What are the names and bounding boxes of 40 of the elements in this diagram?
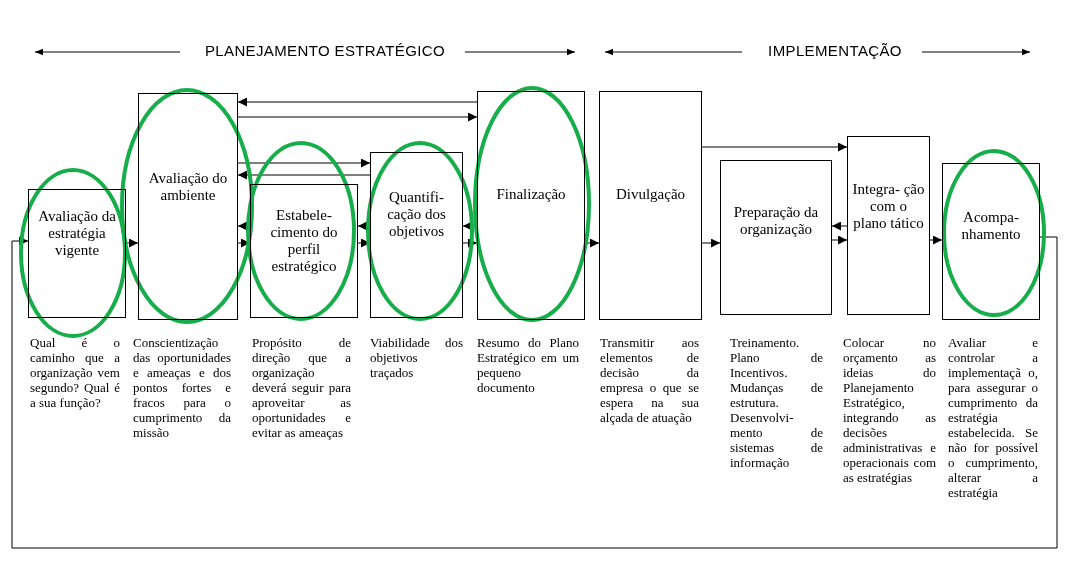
arrow — [237, 112, 478, 122]
process-box — [28, 189, 126, 318]
arrow — [237, 170, 371, 180]
arrow — [831, 235, 848, 245]
phase-heading: IMPLEMENTAÇÃO — [768, 42, 902, 60]
process-box — [847, 136, 930, 315]
arrow — [237, 97, 478, 107]
arrow — [462, 238, 478, 248]
process-box — [720, 160, 832, 315]
step-title: Estabele- cimento do perfil estratégico — [270, 207, 338, 274]
step-description: Transmitir aos elementos de decisão da empresa o que se espera na sua alçada de atuação — [600, 335, 699, 425]
process-box — [942, 163, 1040, 320]
step-description: Viabilidade dos objetivos traçados — [370, 335, 463, 380]
step-title: Quantifi- cação dos objetivos — [387, 189, 446, 239]
arrow — [929, 235, 943, 245]
process-box — [599, 91, 702, 320]
arrow — [831, 221, 848, 231]
step-title: Integra- ção com o plano tático — [852, 181, 925, 231]
step-title: Avaliação do ambiente — [148, 170, 228, 203]
step-title: Acompa- nhamento — [961, 209, 1021, 242]
arrow — [125, 238, 139, 248]
step-description: Treinamento. Plano de Incentivos. Mudanças de estrutura. Desenvolvi- mento de sistemas de informação — [730, 335, 823, 470]
step-title: Finalização — [496, 186, 566, 202]
process-box — [250, 184, 358, 318]
phase-heading: PLANEJAMENTO ESTRATÉGICO — [204, 42, 446, 60]
arrow — [11, 236, 1058, 549]
step-title: Avaliação da estratégia vigente — [38, 208, 116, 258]
step-description: Qual é o caminho que a organização vem segundo? Qual é a sua função? — [30, 335, 120, 410]
step-description: Colocar no orçamento as ideias do Planejamento Estratégico, integrando as decisões administrativas e operacionais com as estratégias — [843, 335, 936, 485]
arrow — [701, 238, 721, 248]
arrow — [701, 142, 848, 152]
step-description: Avaliar e controlar a implementaçã o, para assegurar o cumprimento da estratégia estabelecida. Se não for possível o cumprimento, alterar a estratégia — [948, 335, 1038, 500]
step-description: Resumo do Plano Estratégico em um pequeno documento — [477, 335, 579, 395]
step-title: Preparação da organização — [733, 204, 819, 237]
process-box — [370, 152, 463, 318]
arrow — [237, 158, 371, 168]
step-title: Divulgação — [615, 186, 686, 202]
step-description: Propósito de direção que a organização deverá seguir para aproveitar as oportunidades e evitar as ameaças — [252, 335, 351, 440]
process-box — [138, 93, 238, 320]
step-description: Conscientização das oportunidades e ameaças e dos pontos fortes e fracos para o cumprimento da missão — [133, 335, 231, 440]
